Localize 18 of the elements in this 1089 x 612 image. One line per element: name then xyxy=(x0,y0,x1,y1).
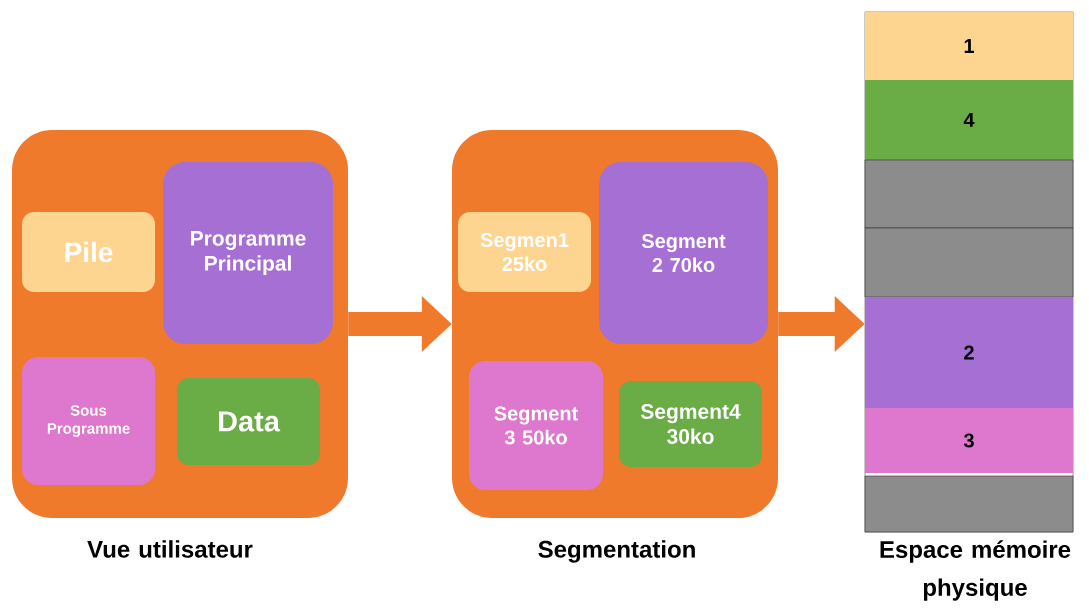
panel-label: Segmentation xyxy=(538,540,695,563)
memory-block xyxy=(864,227,1074,298)
segment-box: Segment4 30ko xyxy=(619,381,762,467)
segment-box: Segmen1 25ko xyxy=(458,212,591,292)
segment-box: Sous Programme xyxy=(22,357,155,485)
segment-box: Segment 2 70ko xyxy=(599,162,768,344)
segment-box: Segment 3 50ko xyxy=(469,361,603,490)
panel-label: Vue utilisateur xyxy=(87,540,253,558)
memory-block: 1 xyxy=(865,12,1073,80)
memory-block: 4 xyxy=(865,80,1073,160)
memory-block: 3 xyxy=(865,408,1073,473)
memory-block xyxy=(864,159,1074,229)
segment-box: Programme Principal xyxy=(163,162,333,344)
memory-block: 2 xyxy=(865,297,1073,408)
segment-box: Pile xyxy=(22,212,155,292)
segment-box: Data xyxy=(177,378,320,465)
memory-block xyxy=(864,475,1074,533)
panel-label: Espace mémoire physique xyxy=(880,540,1071,601)
